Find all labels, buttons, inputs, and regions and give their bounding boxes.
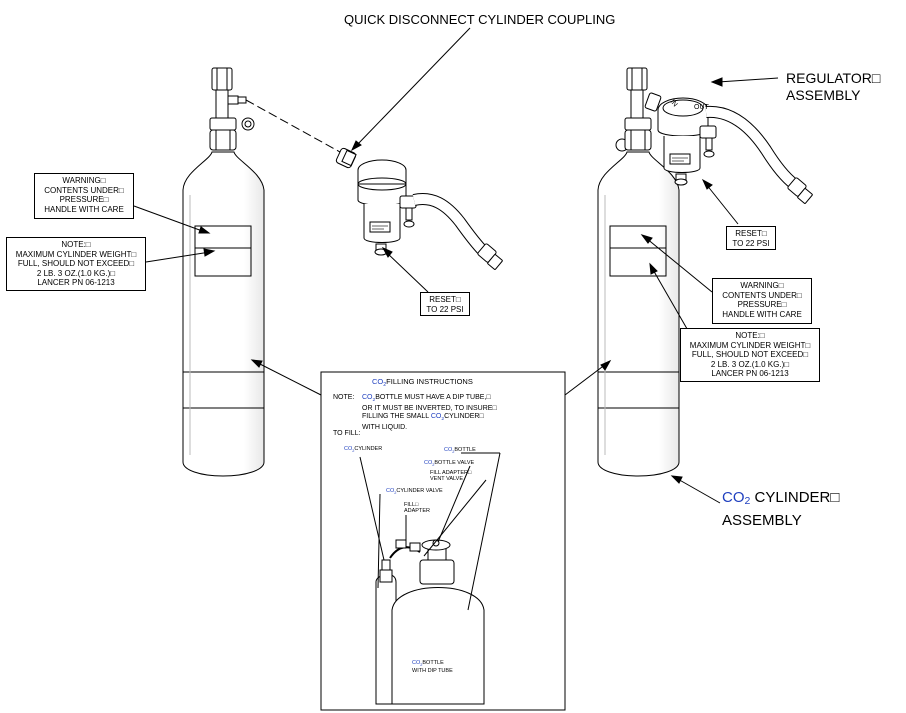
left-reset-box: RESET□ TO 22 PSI: [420, 292, 470, 316]
fill-label-bottle-dip-tube: CO2BOTTLE WITH DIP TUBE: [412, 660, 453, 674]
fill-label-fill-adapter: FILL□ ADAPTER: [404, 502, 430, 514]
fill-panel-title: CO2FILLING INSTRUCTIONS: [372, 377, 473, 389]
fill-panel-drawing: [320, 371, 566, 711]
cylinder-callout-line1: CYLINDER: [750, 489, 831, 506]
regulator-callout: REGULATOR□ ASSEMBLY: [786, 70, 881, 103]
left-valve-stem: [215, 89, 229, 119]
right-warning-box: WARNING□ CONTENTS UNDER□ PRESSURE□ HANDL…: [712, 278, 812, 324]
leader-lines: [133, 27, 779, 504]
right-cylinder-assembly: [597, 67, 813, 477]
cylinder-callout-co: CO: [722, 489, 745, 506]
cylinder-callout-sub: 2: [744, 495, 751, 507]
left-valve-collar: [209, 117, 237, 131]
right-note-box: NOTE:□ MAXIMUM CYLINDER WEIGHT□ FULL, SH…: [680, 328, 820, 382]
fill-panel-to-fill: TO FILL:: [333, 430, 361, 437]
regulator-callout-line2: ASSEMBLY: [786, 87, 861, 103]
cylinder-callout: CO2 CYLINDER□ ASSEMBLY: [722, 489, 840, 529]
fill-label-fill-adapter-vent: FILL ADAPTER□ VENT VALVE: [430, 470, 472, 482]
cylinder-callout-line2: ASSEMBLY: [722, 512, 802, 529]
left-note-sticker: [194, 247, 252, 277]
regulator-callout-line1: REGULATOR: [786, 70, 872, 86]
coupling-callout: QUICK DISCONNECT CYLINDER COUPLING: [344, 12, 616, 27]
fill-panel-note-body: CO2BOTTLE MUST HAVE A DIP TUBE,□ OR IT M…: [362, 394, 497, 431]
coupling-dashed-line: [245, 99, 341, 153]
center-regulator: [335, 147, 503, 270]
fill-label-co2-cylinder: CO2CYLINDER: [344, 446, 383, 453]
right-reset-box: RESET□ TO 22 PSI: [726, 226, 776, 250]
left-cylinder-assembly: [182, 67, 265, 477]
fill-label-co2-cylinder-valve: CO2CYLINDER VALVE: [386, 488, 443, 495]
fill-label-co2-bottle-valve: CO2BOTTLE VALVE: [424, 460, 475, 467]
left-cylinder-body: [182, 151, 265, 477]
left-note-box: NOTE:□ MAXIMUM CYLINDER WEIGHT□ FULL, SH…: [6, 237, 146, 291]
left-valve-hex: [211, 67, 233, 91]
fill-label-co2-bottle: CO2BOTTLE: [444, 447, 476, 454]
left-warning-box: WARNING□ CONTENTS UNDER□ PRESSURE□ HANDL…: [34, 173, 134, 219]
fill-panel-note: NOTE:: [333, 394, 355, 401]
regulator-out-label: OUT: [694, 104, 709, 111]
